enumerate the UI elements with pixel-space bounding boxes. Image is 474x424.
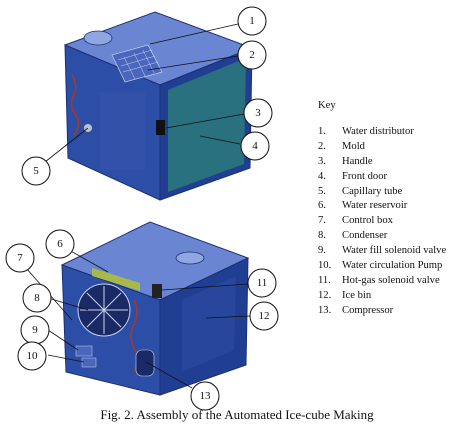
key-item: 5. Capillary tube	[318, 185, 474, 200]
callout-10-circle	[17, 341, 47, 371]
key-item: 7. Control box	[318, 214, 474, 229]
key-item-label: Hot-gas solenoid valve	[342, 274, 440, 286]
key-item: 13. Compressor	[318, 304, 474, 319]
leader-11	[161, 283, 249, 291]
callout-12: 12	[259, 310, 270, 322]
key-item-number: 3.	[318, 155, 326, 167]
leader-8	[47, 297, 89, 311]
front-door-panel	[168, 58, 246, 192]
upper-ice-machine-view	[63, 11, 254, 201]
callout-10: 10	[27, 350, 39, 362]
callout-2-circle	[237, 40, 267, 70]
callout-6-circle	[45, 229, 75, 259]
water-reservoir-part	[175, 251, 205, 265]
leader-9	[47, 329, 79, 351]
leader-4	[199, 135, 241, 145]
key-item-label: Capillary tube	[342, 185, 403, 197]
key-item-label: Water fill solenoid valve	[342, 245, 447, 257]
key-item-label: Handle	[342, 155, 373, 167]
leader-5	[44, 127, 89, 163]
water-distributor-part	[83, 30, 113, 46]
key-item: 10. Water circulation Pump	[318, 259, 474, 274]
key-item-label: Mold	[342, 140, 365, 152]
key-item-number: 10.	[318, 260, 332, 272]
key-item-number: 11.	[318, 274, 331, 286]
leader-3	[165, 113, 245, 129]
callout-5: 5	[33, 165, 39, 177]
key-item-label: Compressor	[342, 304, 394, 316]
compressor-part	[135, 349, 155, 377]
key-item-label: Water circulation Pump	[342, 260, 443, 272]
callout-4: 4	[252, 140, 258, 152]
key-item-label: Ice bin	[342, 289, 372, 301]
control-box-part	[92, 268, 140, 291]
callout-13: 13	[200, 390, 212, 402]
figure-caption: Fig. 2. Assembly of the Automated Ice-cu…	[100, 407, 374, 422]
key-item-number: 1.	[318, 125, 326, 137]
callout-8-circle	[22, 283, 52, 313]
upper-internal-frame	[100, 92, 145, 170]
callout-12-circle	[249, 301, 279, 331]
key-item-number: 5.	[318, 185, 326, 197]
callout-4-circle	[240, 131, 270, 161]
key-title: Key	[318, 100, 336, 111]
callout-11: 11	[257, 277, 268, 289]
water-fill-valve-part	[75, 345, 93, 357]
key-item: 12. Ice bin	[318, 289, 474, 304]
key-item: 6. Water reservoir	[318, 199, 474, 214]
mold-part	[111, 44, 163, 83]
key-item-number: 2.	[318, 140, 326, 152]
callout-9: 9	[32, 324, 38, 336]
callout-11-circle	[247, 268, 277, 298]
key-item-number: 7.	[318, 215, 326, 227]
ice-bin-part	[182, 276, 236, 372]
callout-7: 7	[17, 252, 23, 264]
callout-circles	[5, 6, 279, 411]
leader-2	[147, 55, 239, 71]
callout-8: 8	[34, 292, 40, 304]
callout-3: 3	[255, 107, 261, 119]
callout-2: 2	[249, 49, 255, 61]
key-item-label: Water distributor	[342, 125, 414, 137]
pump-part	[81, 357, 97, 368]
key-item: 1. Water distributor	[318, 125, 474, 140]
callout-1: 1	[249, 15, 255, 27]
callout-6: 6	[57, 238, 63, 250]
key-item-number: 6.	[318, 200, 326, 212]
key-item-label: Front door	[342, 170, 388, 182]
leader-12	[205, 315, 251, 319]
key-item: 9. Water fill solenoid valve	[318, 244, 474, 259]
hot-gas-valve-part	[152, 284, 162, 298]
leader-10	[47, 354, 85, 363]
key-item: 2. Mold	[318, 140, 474, 155]
callout-13-circle	[190, 381, 220, 411]
key-item-label: Water reservoir	[342, 200, 408, 212]
lower-ice-machine-view	[60, 221, 250, 396]
callout-3-circle	[243, 98, 273, 128]
key-item-number: 9.	[318, 245, 326, 257]
leader-13	[145, 361, 193, 389]
key-item-number: 4.	[318, 170, 326, 182]
callout-numbers: 1 2 3 4 5 6 7 8 9 10 11 12 13	[17, 15, 269, 402]
parts-key: Key 1.Water distributor 2.Mold 3.Handle …	[318, 99, 474, 319]
capillary-tube-part	[70, 74, 80, 136]
key-item-label: Control box	[342, 215, 393, 227]
key-item-number: 13.	[318, 304, 332, 316]
callout-5-circle	[21, 156, 51, 186]
key-item: 3. Handle	[318, 155, 474, 170]
handle-part	[156, 120, 165, 135]
callout-7-circle	[5, 243, 35, 273]
key-item: 11. Hot-gas solenoid valve	[318, 274, 474, 289]
key-item-number: 12.	[318, 289, 332, 301]
key-item: 4. Front door	[318, 170, 474, 185]
key-item: 8. Condenser	[318, 229, 474, 244]
callout-1-circle	[237, 6, 267, 36]
key-item-label: Condenser	[342, 230, 388, 242]
leader-1	[149, 23, 239, 45]
key-item-number: 8.	[318, 230, 326, 242]
